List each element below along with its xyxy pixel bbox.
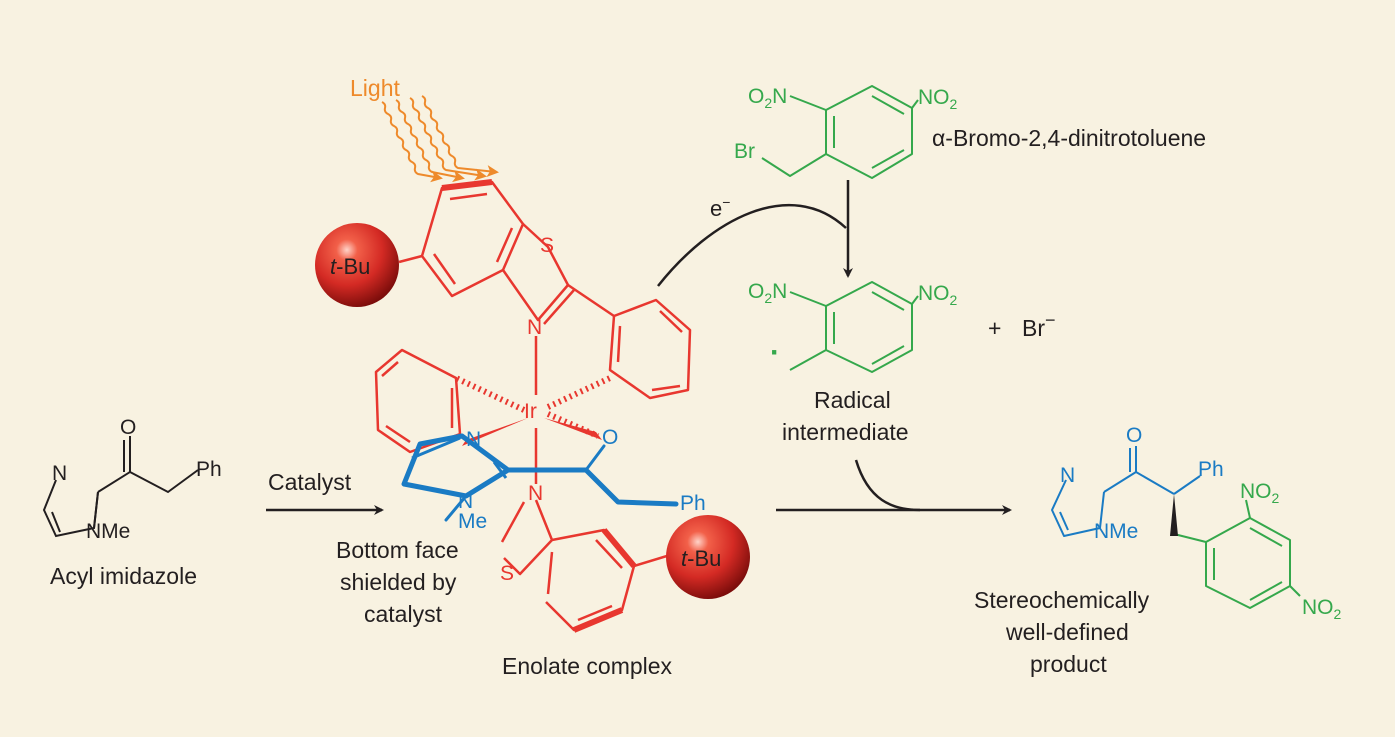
- enolate-ligand: [401, 433, 679, 522]
- enolate-complex-label: Enolate complex: [502, 653, 673, 679]
- radical-label-line2: intermediate: [782, 419, 909, 445]
- atom-Ph-enolate: Ph: [680, 492, 706, 515]
- product-label-line2: well-defined: [1005, 619, 1129, 645]
- radical-O2N: O2N: [748, 280, 787, 306]
- atom-N-lower: N: [528, 482, 543, 505]
- electron-label: e−: [710, 194, 730, 221]
- catalyst: [374, 179, 692, 633]
- reagent-Br: Br: [734, 140, 755, 163]
- product-Ph: Ph: [1198, 458, 1224, 481]
- reagent-structure: [761, 85, 919, 179]
- radical-structure: [789, 281, 919, 373]
- atom-S-upper: S: [540, 234, 554, 257]
- ir-wedge-right: [544, 418, 602, 440]
- light-ray-3: [409, 97, 487, 181]
- radical-joining-curve: [854, 459, 921, 512]
- atom-Ph-acyl: Ph: [196, 458, 222, 481]
- product-N: N: [1060, 464, 1075, 487]
- upper-phenyl-ring: [608, 298, 692, 400]
- atom-O-enolate: O: [602, 426, 618, 449]
- atom-O-acyl: O: [120, 416, 136, 439]
- atom-N-acyl: N: [52, 462, 67, 485]
- radical-NO2: NO2: [918, 282, 958, 308]
- bromide-plus: +: [988, 315, 1001, 341]
- reagent-O2N: O2N: [748, 85, 787, 111]
- product-NO2-lower: NO2: [1302, 596, 1342, 622]
- acyl-imidazole-structure: [42, 436, 199, 538]
- light-ray-2: [395, 99, 465, 183]
- tbu-sphere-lower: t-Bu: [666, 515, 750, 599]
- atom-N-imid-bottom: N: [458, 490, 473, 513]
- light-ray-4: [421, 95, 499, 178]
- svg-text:t-Bu: t-Bu: [681, 546, 721, 571]
- light-ray-1: [381, 101, 443, 183]
- electron-transfer-arrow: [657, 203, 847, 287]
- ir-wedge-left: [462, 418, 528, 446]
- product-label-line3: product: [1030, 651, 1107, 677]
- reagent-NO2: NO2: [918, 86, 958, 112]
- bromide-ion: Br−: [1022, 310, 1056, 341]
- product-label-line1: Stereochemically: [974, 587, 1150, 613]
- product-NMe: NMe: [1094, 520, 1138, 543]
- atom-Ir: Ir: [524, 400, 537, 423]
- svg-text:t-Bu: t-Bu: [330, 254, 370, 279]
- atom-N-imid-top: N: [466, 428, 481, 451]
- product-wedge-bond: [1170, 494, 1178, 536]
- bottom-face-line2: shielded by: [340, 569, 457, 595]
- light-label: Light: [350, 75, 400, 101]
- radical-label-line1: Radical: [814, 387, 891, 413]
- atom-Me-enolate: Me: [458, 510, 487, 533]
- catalyst-arrow-label: Catalyst: [268, 469, 352, 495]
- reagent-name: α-Bromo-2,4-dinitrotoluene: [932, 125, 1206, 151]
- radical-dot: ·: [770, 336, 780, 369]
- product-O: O: [1126, 424, 1142, 447]
- atom-S-lower: S: [500, 562, 514, 585]
- bottom-face-line3: catalyst: [364, 601, 443, 627]
- light-rays: [381, 95, 499, 183]
- atom-N-upper: N: [527, 316, 542, 339]
- product-structure: [1051, 446, 1301, 609]
- bottom-face-line1: Bottom face: [336, 537, 459, 563]
- acyl-imidazole-label: Acyl imidazole: [50, 563, 197, 589]
- atom-NMe-acyl: NMe: [86, 520, 130, 543]
- tbu-sphere-upper: t-Bu: [315, 223, 423, 307]
- product-NO2-upper: NO2: [1240, 480, 1280, 506]
